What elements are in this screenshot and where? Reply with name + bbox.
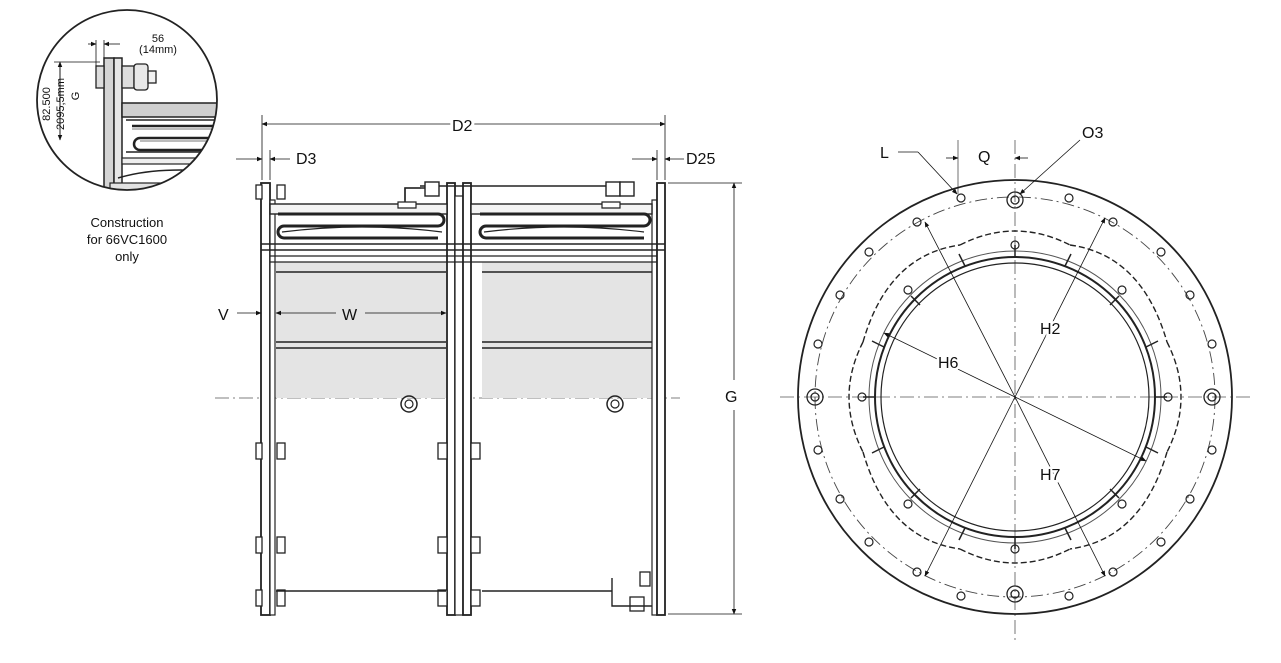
inset-caption: Construction for 66VC1600 only [72, 214, 182, 265]
dim-d2-label: D2 [452, 118, 473, 135]
dim-d25-label: D25 [686, 151, 715, 168]
dim-q-label: Q [978, 149, 990, 166]
dim-h7-label: H7 [1040, 467, 1061, 484]
dim-o3-label: O3 [1082, 125, 1103, 142]
inset-dim-14mm: (14mm) [139, 44, 177, 56]
inset-dim-g: G [70, 92, 82, 101]
inset-detail: 56 (14mm) 82.500 2095,5mm G [36, 9, 218, 191]
inset-dim-82500: 82.500 [41, 87, 53, 121]
side-view-labels: D2 D3 D25 V W G [218, 115, 737, 406]
front-view [780, 139, 1250, 640]
dim-h2-label: H2 [1040, 321, 1061, 338]
inset-dim-56: 56 [152, 33, 164, 45]
dim-w-label: W [342, 307, 358, 324]
dim-g-label: G [725, 389, 737, 406]
dim-d3-label: D3 [296, 151, 317, 168]
inset-caption-line-1: Construction [90, 215, 164, 230]
dim-l-label: L [880, 145, 889, 162]
side-view [215, 115, 742, 616]
dim-v-label: V [218, 307, 229, 324]
inset-caption-line-3: only [115, 249, 139, 264]
front-view-labels: L Q O3 H2 H6 H7 [880, 125, 1103, 487]
dim-h6-label: H6 [938, 355, 959, 372]
inset-caption-line-2: for 66VC1600 [86, 232, 168, 247]
inset-dim-2095mm: 2095,5mm [55, 78, 67, 130]
